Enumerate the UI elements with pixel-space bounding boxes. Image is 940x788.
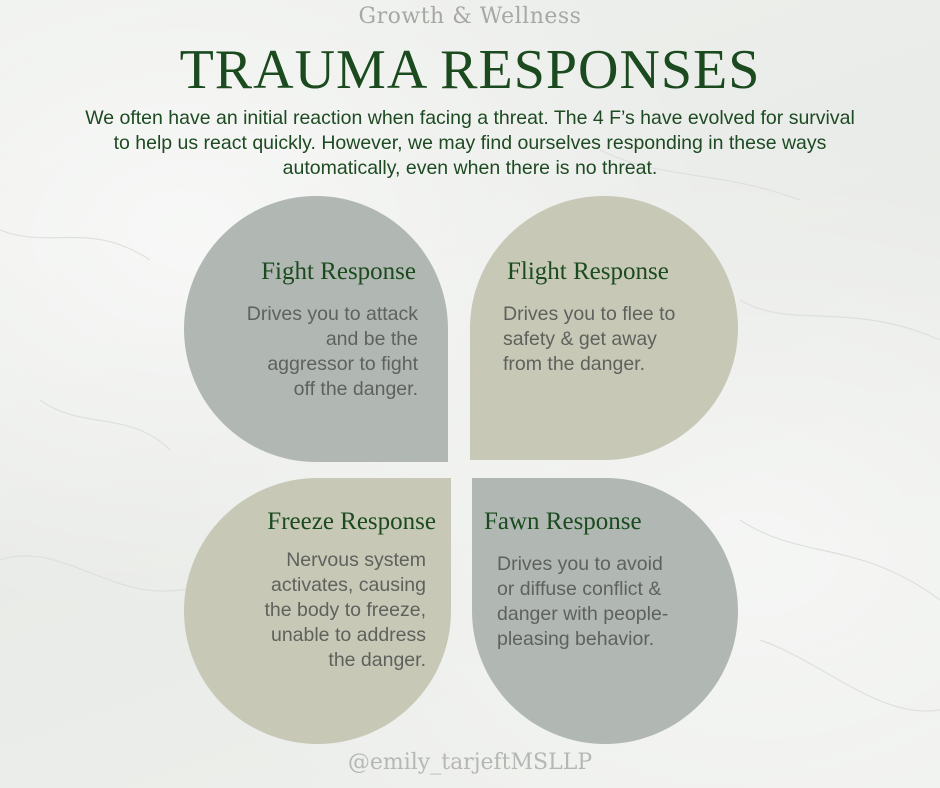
flight-response-description: Drives you to flee to safety & get away …	[503, 303, 676, 375]
fight-response-title: Fight Response	[261, 258, 416, 285]
fawn-response-card: Fawn Response Drives you to avoid or dif…	[472, 478, 738, 744]
intro-paragraph: We often have an initial reaction when f…	[85, 107, 855, 179]
flight-response-title: Flight Response	[507, 258, 669, 285]
fawn-response-title: Fawn Response	[484, 508, 642, 535]
fawn-response-description: Drives you to avoid or diffuse conflict …	[497, 553, 669, 650]
page-title: TRAUMA RESPONSES	[179, 39, 761, 101]
social-handle: @emily_tarjeftMSLLP	[347, 750, 593, 775]
freeze-response-description: Nervous system activates, causing the bo…	[264, 549, 426, 671]
fight-response-description: Drives you to attack and be the aggresso…	[246, 303, 418, 400]
fight-response-card: Fight Response Drives you to attack and …	[184, 196, 448, 462]
brand-subtitle: Growth & Wellness	[358, 4, 582, 29]
freeze-response-card: Freeze Response Nervous system activates…	[184, 478, 451, 744]
freeze-response-title: Freeze Response	[267, 508, 436, 535]
flight-response-card: Flight Response Drives you to flee to sa…	[470, 196, 738, 460]
